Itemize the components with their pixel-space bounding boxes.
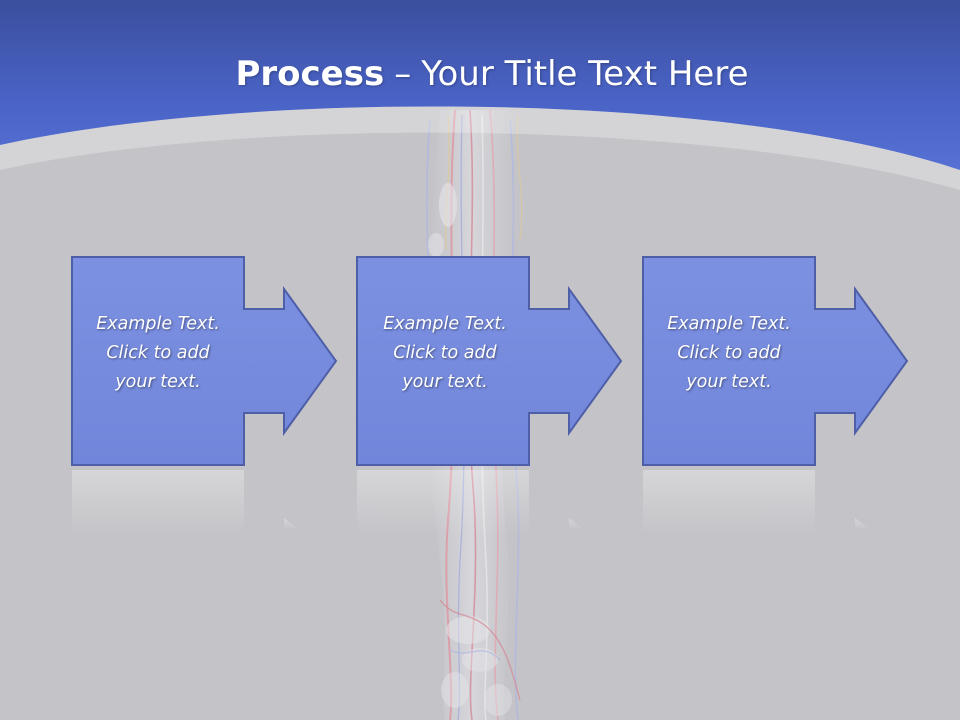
step-text-line: Example Text. — [667, 314, 791, 334]
step-text-line: Example Text. — [96, 314, 220, 334]
header-band — [0, 0, 960, 170]
step-text-line: Click to add — [106, 343, 210, 363]
step-1-shape[interactable] — [71, 256, 338, 466]
header-arc — [0, 106, 960, 190]
step-text-line: your text. — [686, 372, 772, 392]
step-2-text[interactable]: Example Text. Click to add your text. — [359, 310, 531, 397]
title-separator: – — [394, 54, 412, 94]
step-reflections — [72, 470, 871, 535]
step-2-shape[interactable] — [356, 256, 623, 466]
step-text-line: your text. — [115, 372, 201, 392]
title-rest: Your Title Text Here — [421, 54, 749, 94]
step-1-text[interactable]: Example Text. Click to add your text. — [72, 310, 244, 397]
step-text-line: Click to add — [677, 343, 781, 363]
step-3-shape[interactable] — [642, 256, 909, 466]
title-bold: Process — [235, 54, 385, 94]
step-3-text[interactable]: Example Text. Click to add your text. — [643, 310, 815, 397]
step-text-line: Example Text. — [383, 314, 507, 334]
step-text-line: Click to add — [393, 343, 497, 363]
step-text-line: your text. — [402, 372, 488, 392]
slide-title[interactable]: Process–Your Title Text Here — [0, 52, 960, 96]
